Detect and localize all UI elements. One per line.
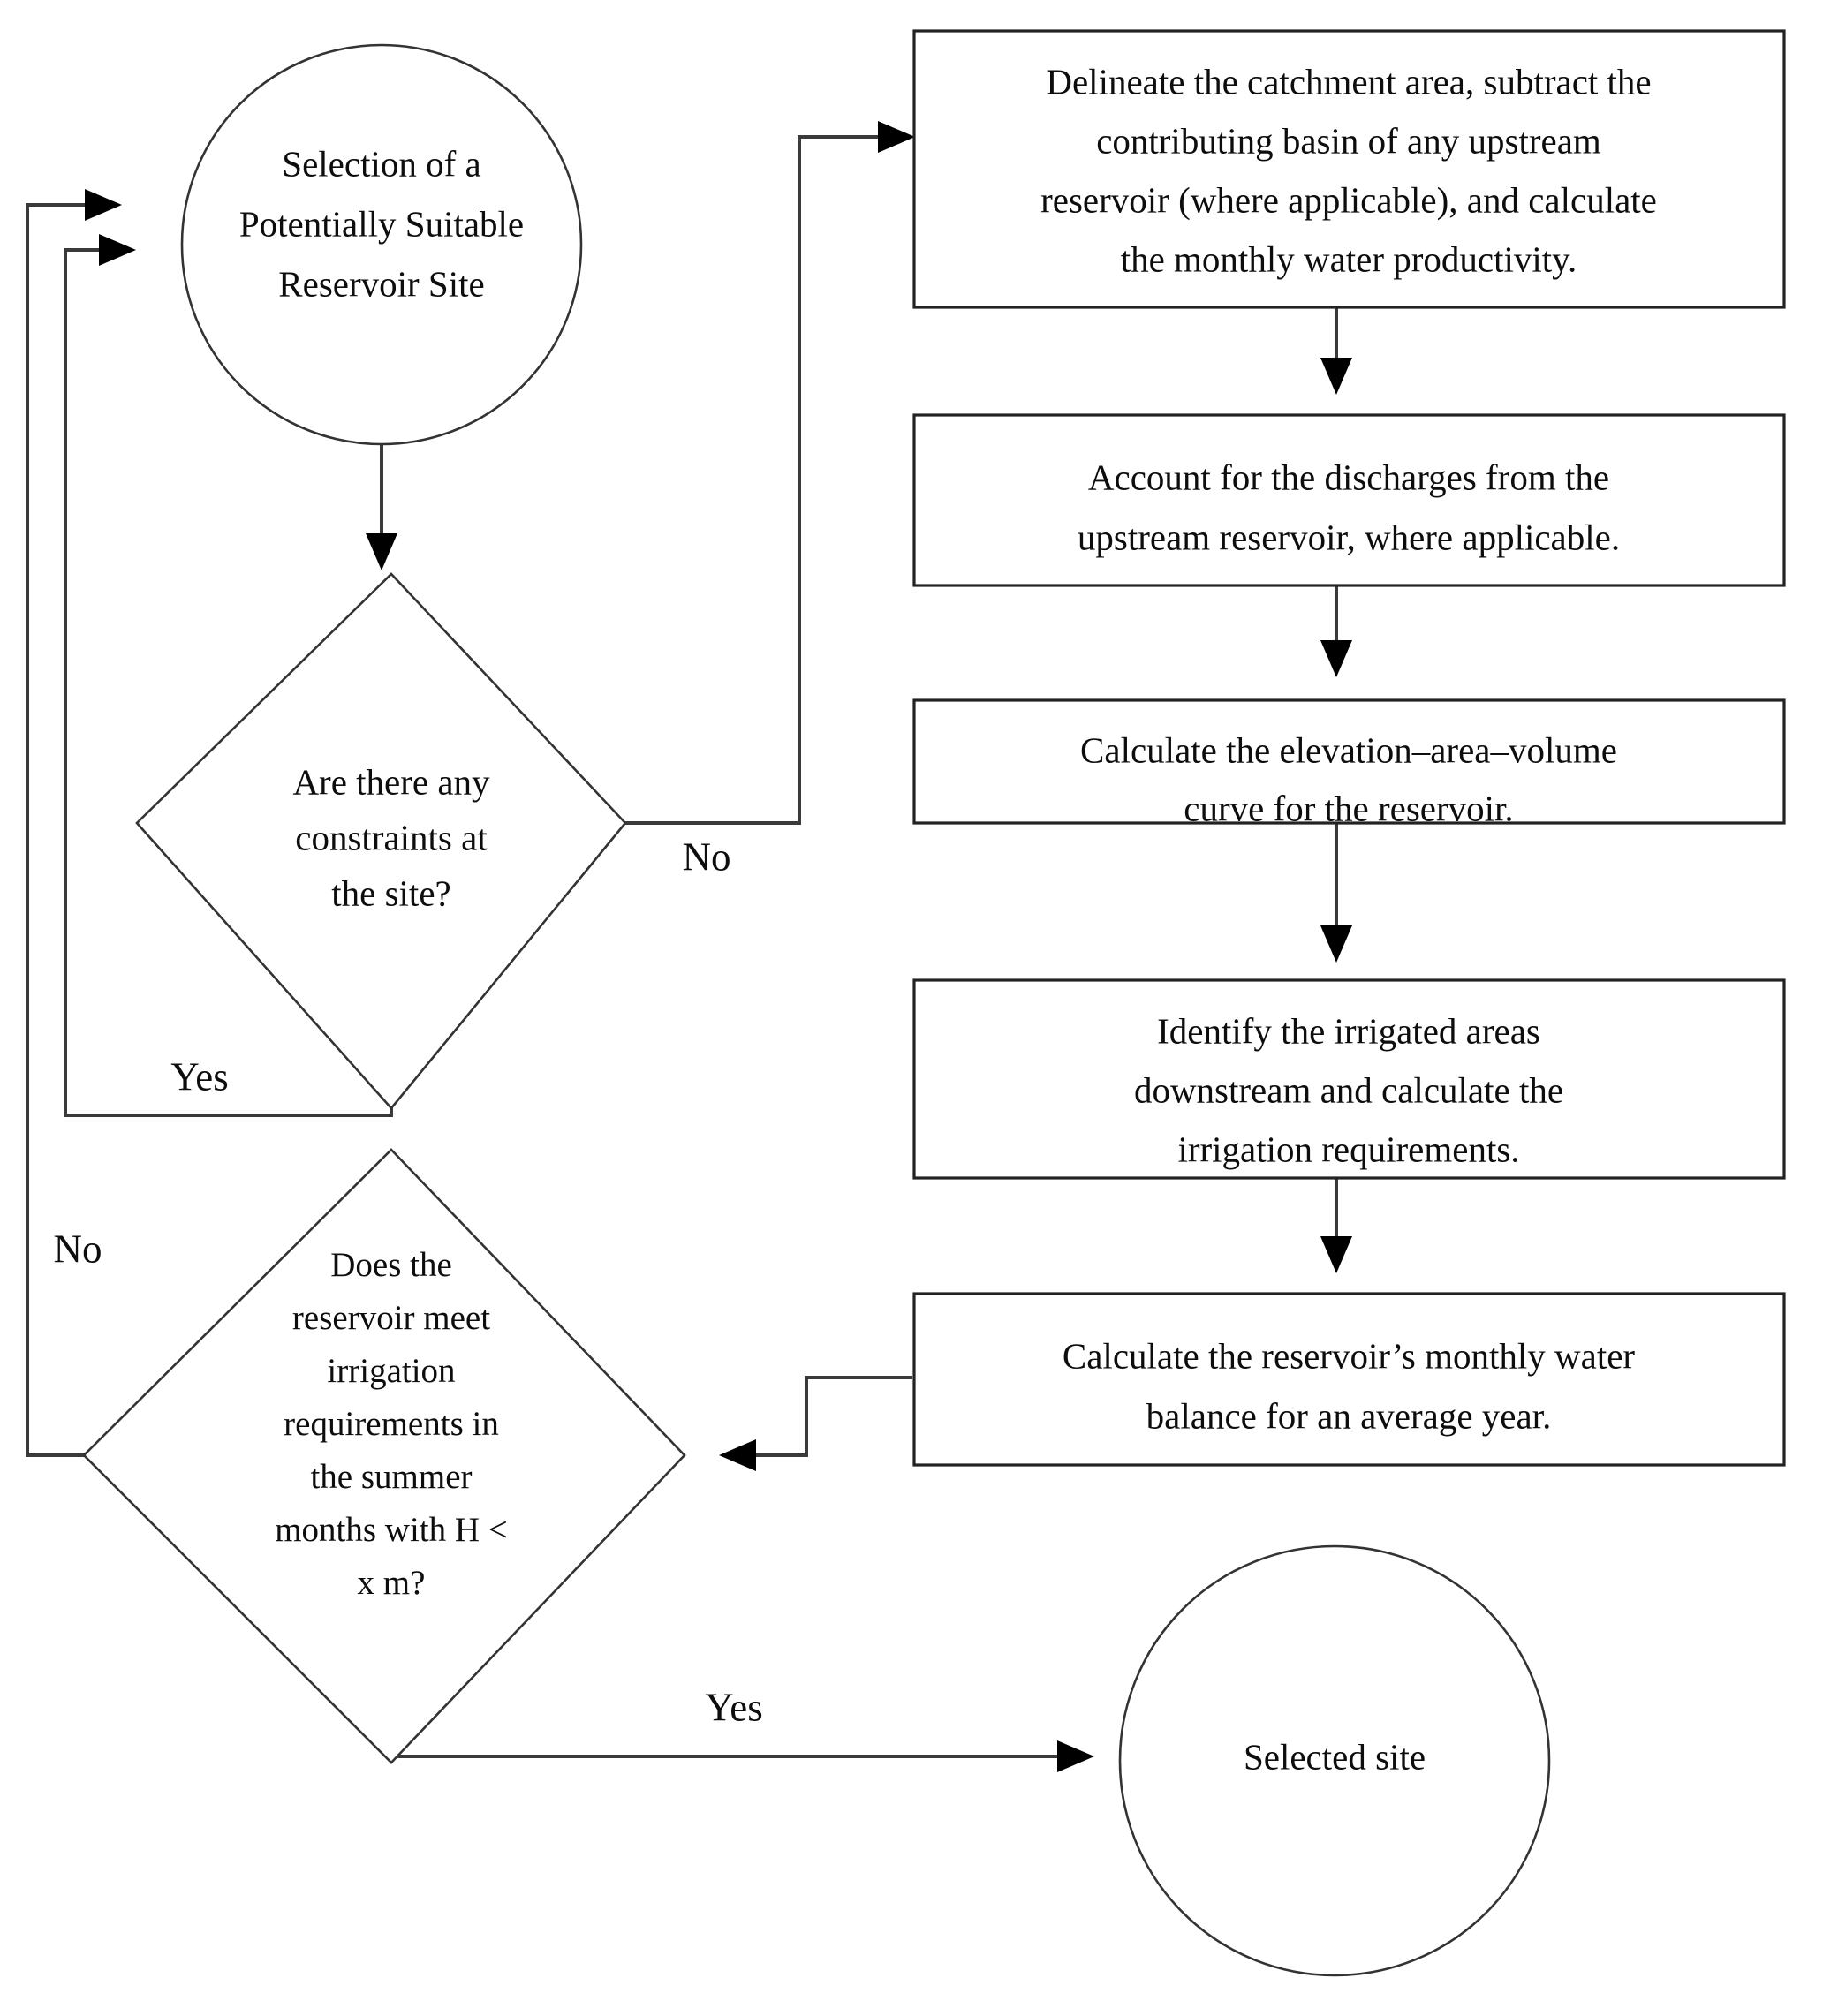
connector-start-to-constraints: [366, 442, 397, 570]
connector-balance-to-requirements: [719, 1376, 912, 1471]
connector-requirements-no-to-start: [26, 189, 122, 1457]
svg-text:Does the: Does the: [330, 1246, 452, 1284]
svg-text:Reservoir Site: Reservoir Site: [278, 263, 484, 304]
svg-text:Selection of a: Selection of a: [282, 143, 480, 184]
svg-text:Calculate the reservoir’s mont: Calculate the reservoir’s monthly water: [1063, 1335, 1636, 1376]
node-process-catchment[interactable]: [912, 29, 1786, 309]
svg-text:reservoir (where applicable),: reservoir (where applicable), and calcul…: [1040, 179, 1657, 220]
node-end-circle-label: Selected site: [1244, 1736, 1426, 1777]
svg-text:Potentially Suitable: Potentially Suitable: [239, 203, 524, 244]
connector-requirements-yes-to-selected: [391, 1740, 1094, 1772]
connector-eav-to-irrigated: [1320, 823, 1352, 963]
node-process-water-balance-label: Calculate the reservoir’s monthly water …: [1063, 1335, 1636, 1436]
connector-constraints-yes-to-start: [64, 234, 393, 1117]
node-start-circle[interactable]: [180, 43, 583, 446]
svg-text:Identify the irrigated areas: Identify the irrigated areas: [1157, 1010, 1540, 1051]
node-decision-requirements[interactable]: [82, 1148, 686, 1764]
svg-text:Selected site: Selected site: [1244, 1736, 1426, 1777]
svg-text:irrigation: irrigation: [327, 1352, 455, 1390]
node-decision-constraints-label: Are there any constraints at the site?: [292, 761, 490, 913]
svg-text:curve for the reservoir.: curve for the reservoir.: [1184, 788, 1513, 828]
node-end-circle[interactable]: [1118, 1544, 1551, 1977]
svg-text:the monthly water productivity: the monthly water productivity.: [1121, 238, 1577, 279]
node-process-discharges[interactable]: [912, 413, 1786, 587]
svg-text:the site?: the site?: [331, 872, 450, 913]
svg-text:constraints at: constraints at: [295, 817, 488, 857]
svg-text:reservoir meet: reservoir meet: [292, 1299, 490, 1337]
node-process-eav-curve-label: Calculate the elevation–area–volume curv…: [1080, 729, 1617, 828]
svg-text:Account for the discharges fro: Account for the discharges from the: [1088, 457, 1609, 497]
svg-text:upstream reservoir, where appl: upstream reservoir, where applicable.: [1078, 517, 1620, 557]
node-process-eav-curve[interactable]: [912, 698, 1786, 825]
edge-label-constraints-yes: Yes: [170, 1054, 228, 1099]
node-decision-constraints[interactable]: [135, 572, 627, 1110]
svg-text:contributing basin of any upst: contributing basin of any upstream: [1096, 120, 1601, 161]
svg-text:the summer: the summer: [310, 1458, 472, 1496]
node-process-catchment-label: Delineate the catchment area, subtract t…: [1040, 61, 1657, 279]
connector-discharges-to-eav: [1320, 585, 1352, 677]
connector-constraints-no-to-catchment: [625, 121, 915, 825]
node-decision-requirements-label: Does the reservoir meet irrigation requi…: [275, 1246, 508, 1602]
node-process-discharges-label: Account for the discharges from the upst…: [1078, 457, 1620, 557]
svg-text:requirements in: requirements in: [284, 1405, 499, 1443]
edge-label-requirements-no: No: [54, 1227, 102, 1271]
svg-text:Delineate the catchment area,: Delineate the catchment area, subtract t…: [1046, 61, 1651, 102]
svg-text:downstream and calculate the: downstream and calculate the: [1134, 1069, 1563, 1110]
svg-text:irrigation requirements.: irrigation requirements.: [1177, 1129, 1519, 1169]
svg-text:Are there any: Are there any: [292, 761, 490, 802]
svg-text:months with H <: months with H <: [275, 1511, 508, 1549]
svg-text:balance for an average year.: balance for an average year.: [1146, 1395, 1552, 1436]
edge-label-constraints-no: No: [683, 834, 731, 879]
connector-catchment-to-discharges: [1320, 307, 1352, 395]
edge-label-requirements-yes: Yes: [705, 1685, 762, 1729]
svg-text:Calculate the elevation–area–v: Calculate the elevation–area–volume: [1080, 729, 1617, 770]
connector-irrigated-to-balance: [1320, 1178, 1352, 1273]
node-process-water-balance[interactable]: [912, 1292, 1786, 1467]
node-start-circle-label: Selection of a Potentially Suitable Rese…: [239, 143, 524, 304]
node-process-irrigated-areas[interactable]: [912, 978, 1786, 1180]
svg-text:x m?: x m?: [358, 1564, 426, 1602]
node-process-irrigated-areas-label: Identify the irrigated areas downstream …: [1134, 1010, 1563, 1169]
